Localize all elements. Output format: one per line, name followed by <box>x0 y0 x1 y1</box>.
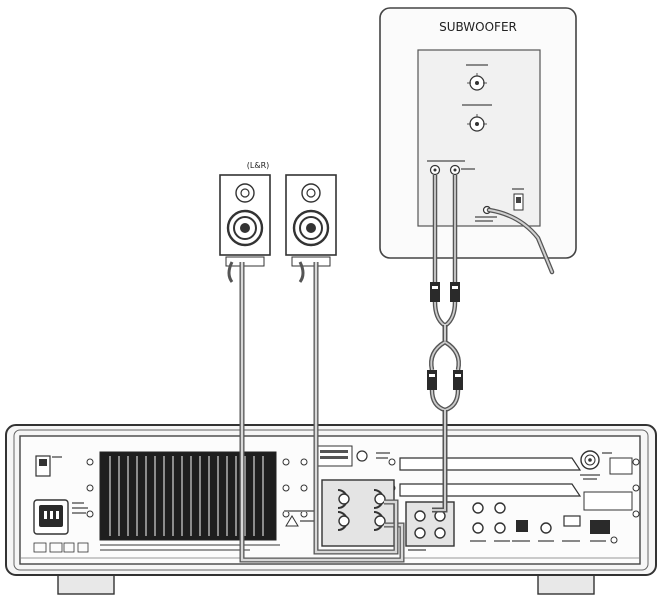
screw-icon <box>282 458 290 466</box>
unit-ac-socket <box>33 499 88 535</box>
subwoofer-output-block <box>405 501 455 547</box>
port-caption <box>494 540 510 542</box>
screw-icon <box>388 458 396 466</box>
port-caption <box>562 540 580 542</box>
main-unit <box>5 424 657 595</box>
screw-icon <box>632 510 640 518</box>
usb-port <box>563 515 581 527</box>
rca-inputs <box>472 502 610 534</box>
certification-marks <box>33 542 89 553</box>
model-label <box>583 491 633 511</box>
subwoofer-crossover-knob <box>462 104 492 132</box>
port-caption <box>512 540 530 542</box>
screw-icon <box>86 484 94 492</box>
speaker-left <box>219 174 271 267</box>
port-caption <box>538 540 554 542</box>
ethernet-port <box>590 520 610 534</box>
screw-icon <box>300 458 308 466</box>
warning-icon <box>285 515 299 527</box>
port-caption <box>408 549 426 551</box>
antenna-socket <box>580 450 612 480</box>
port-caption <box>470 540 486 542</box>
rca-plug <box>430 282 440 302</box>
port-captions <box>408 540 606 551</box>
subwoofer-power-switch <box>512 188 524 211</box>
speaker-cable-right <box>298 261 399 555</box>
screw-icon <box>86 510 94 518</box>
subwoofer-rca-cable <box>427 175 463 513</box>
screw-icon <box>282 484 290 492</box>
speaker-terminals <box>321 479 395 547</box>
screw-icon <box>610 536 618 544</box>
screw-icon <box>632 458 640 466</box>
speaker-right <box>285 174 337 267</box>
subwoofer-line-input <box>427 160 475 176</box>
unit-power-switch <box>35 455 62 477</box>
expansion-slot <box>399 457 582 471</box>
optical-input <box>516 520 528 532</box>
subwoofer-volume-knob <box>466 64 488 91</box>
subwoofer: SUBWOOFER <box>379 7 577 275</box>
rca-plug <box>427 370 437 390</box>
expansion-slot <box>399 483 582 497</box>
unit-heatsink <box>99 451 277 541</box>
screw-icon <box>632 484 640 492</box>
rca-plug <box>450 282 460 302</box>
rca-plug <box>453 370 463 390</box>
screw-icon <box>300 484 308 492</box>
screw-icon <box>86 458 94 466</box>
speakers-label: (L&R) <box>247 161 270 170</box>
ground-terminal <box>356 450 368 462</box>
port-caption <box>590 540 606 542</box>
subwoofer-title: SUBWOOFER <box>439 20 517 34</box>
